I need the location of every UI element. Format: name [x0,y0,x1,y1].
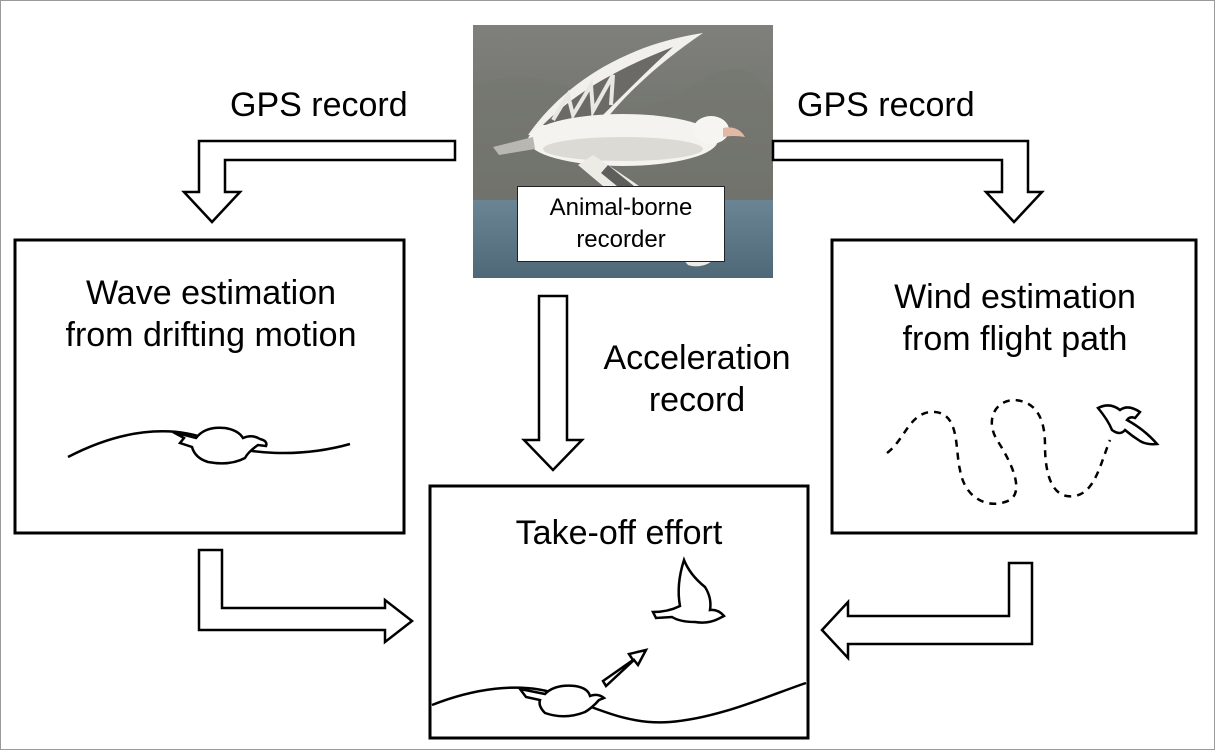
floating-bird-icon [172,426,268,465]
gps-record-left-label: GPS record [230,86,408,124]
albatross-head [693,116,729,144]
wind-title-line-1: Wind estimation [894,278,1136,316]
sitting-bird-icon [517,684,607,718]
wave-to-takeoff-arrow [197,548,415,645]
gps-left-arrow [181,139,457,224]
gps-record-right-label: GPS record [797,86,975,124]
takeoff-wave-line [431,681,807,724]
wind-estimation-title: Wind estimation from flight path [840,276,1190,360]
gps-right-arrow [771,139,1045,224]
takeoff-effort-title: Take-off effort [515,514,723,552]
wind-title-line-2: from flight path [902,320,1128,358]
wind-to-takeoff-arrow [820,561,1034,662]
recorder-label-line-2: recorder [576,226,666,253]
acceleration-arrow [521,294,585,472]
wave-estimation-box [13,238,406,535]
acceleration-label-line-1: Acceleration [603,339,791,377]
takeoff-direction-arrow [601,648,649,688]
flight-path-dashed [886,398,1112,505]
albatross-bill [723,127,745,137]
takeoff-effort-box [428,484,810,740]
wave-title-line-1: Wave estimation [85,274,337,312]
flying-bird-icon [1096,404,1160,446]
wind-illustration [886,398,1160,505]
takeoff-illustration [431,556,807,724]
animal-borne-recorder-label: Animal-borne recorder [517,186,725,262]
acceleration-record-label: Acceleration record [600,337,794,421]
wave-estimation-title: Wave estimation from drifting motion [30,272,392,356]
wave-illustration [67,426,351,465]
takeoff-bird-icon [650,556,726,624]
recorder-label-line-1: Animal-borne [549,194,693,221]
wave-title-line-2: from drifting motion [65,316,357,354]
acceleration-label-line-2: record [648,381,746,419]
wind-estimation-box [830,238,1198,535]
